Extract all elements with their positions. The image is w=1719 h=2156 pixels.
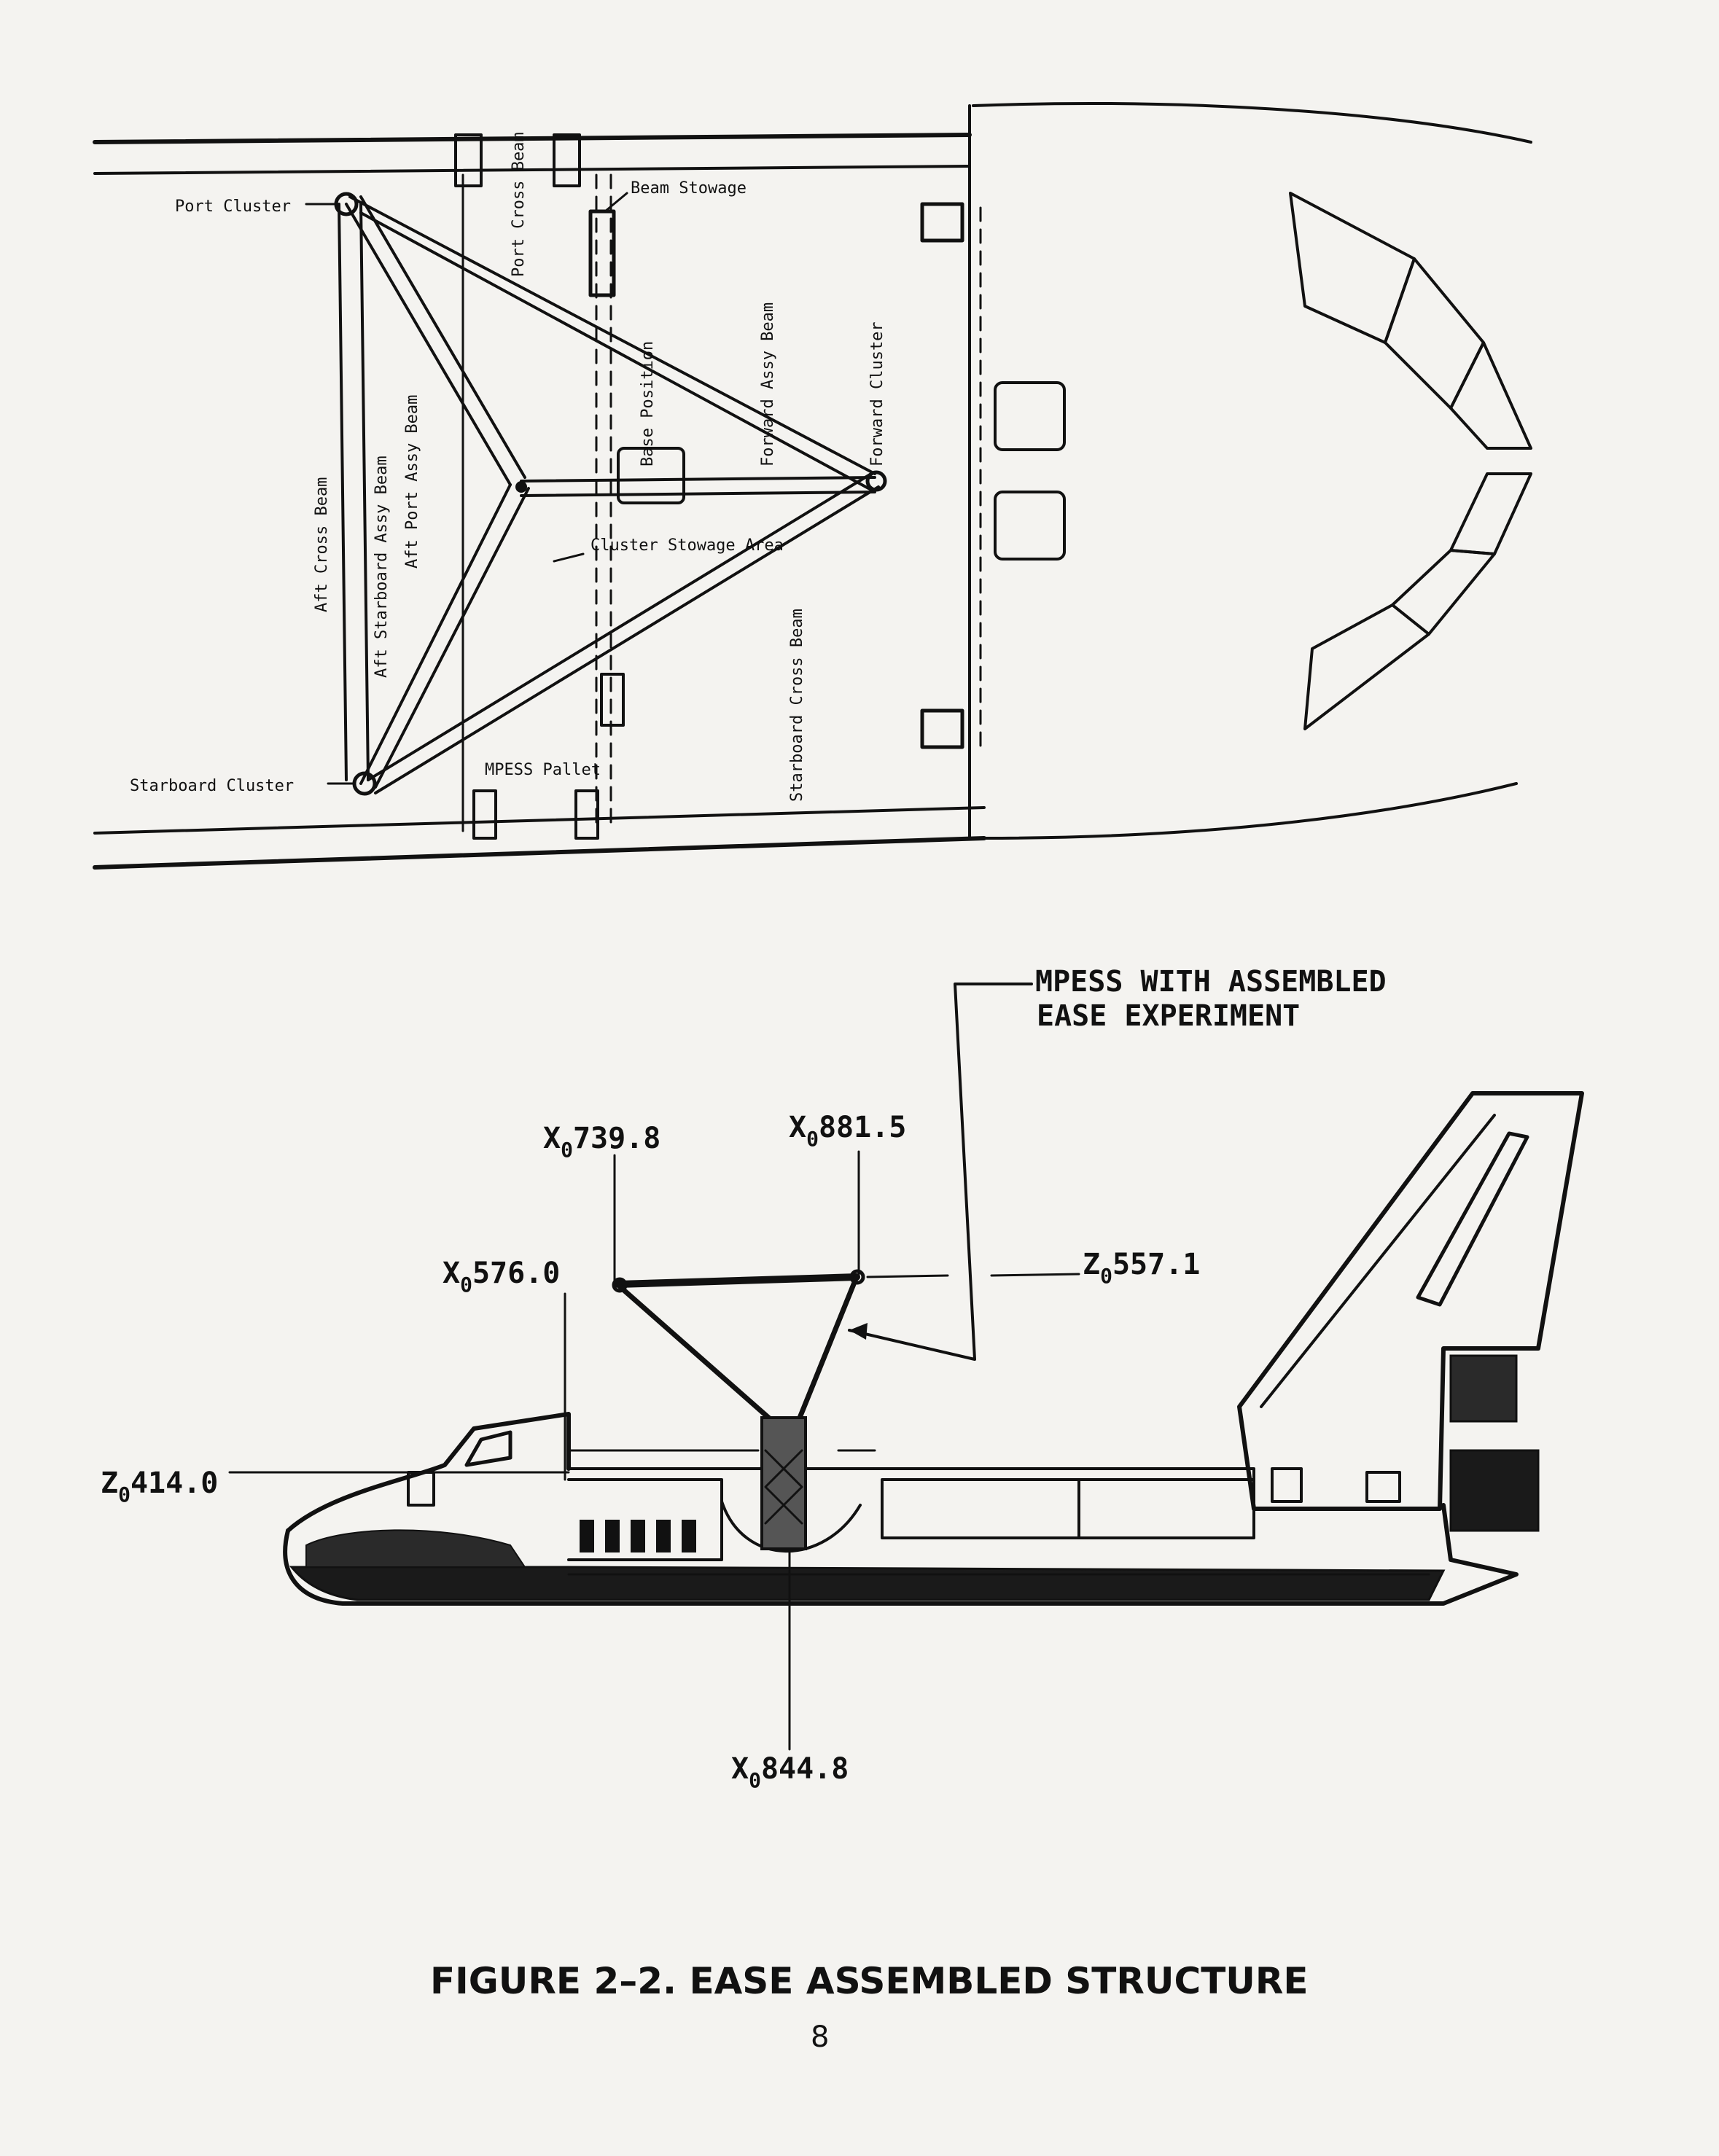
- bay-wall-starboard: [93, 836, 986, 870]
- label-starboard-cross-beam: Starboard Cross Beam: [788, 609, 806, 802]
- bay-rail-starboard: [93, 806, 986, 835]
- cabin-outline-bottom: [983, 782, 1518, 840]
- mpess-bracing: [764, 1449, 803, 1525]
- window-panel-4: [1449, 472, 1532, 555]
- aft-stowage-box: [600, 673, 625, 727]
- label-aft-port-assy-beam: Aft Port Assy Beam: [403, 395, 421, 569]
- label-base-position: Base Position: [639, 341, 657, 466]
- base-position-box: [617, 447, 685, 504]
- label-port-cluster: Port Cluster: [175, 198, 291, 216]
- label-cluster-stowage-area: Cluster Stowage Area: [590, 536, 784, 555]
- hull-underside: [289, 1566, 1446, 1601]
- station-label-x739: X0739.8: [543, 1122, 660, 1162]
- fitting-upper: [920, 202, 964, 243]
- rudder-panel: [1416, 1131, 1529, 1307]
- aft-fitting-1: [1271, 1467, 1303, 1503]
- station-label-x881: X0881.5: [789, 1111, 906, 1151]
- label-forward-assy-beam: Forward Assy Beam: [759, 302, 777, 466]
- callout-line-2: EASE EXPERIMENT: [1037, 999, 1300, 1033]
- aft-fitting-2: [1365, 1471, 1401, 1503]
- station-label-z557: Z0557.1: [1083, 1248, 1200, 1288]
- payload-bay-right-section: [873, 1467, 1255, 1539]
- label-aft-cross-beam: Aft Cross Beam: [313, 477, 331, 612]
- nose-shading: [305, 1529, 526, 1568]
- callout-line-1: MPESS WITH ASSEMBLED: [1035, 965, 1387, 999]
- side-view-diagram: MPESS WITH ASSEMBLED EASE EXPERIMENT X07…: [101, 965, 1584, 1792]
- figure-caption: FIGURE 2–2. EASE ASSEMBLED STRUCTURE: [430, 1960, 1309, 2002]
- cluster-hub-node: [515, 481, 527, 493]
- forward-cluster-node: [865, 470, 887, 492]
- truss-aft-strut: [617, 1284, 776, 1424]
- fuselage-lower-outline: [283, 1503, 1519, 1606]
- truss-top-beam: [615, 1273, 860, 1288]
- trunnion-group: [454, 133, 599, 840]
- main-engines: [1449, 1449, 1540, 1532]
- station-label-z414: Z0414.0: [101, 1466, 218, 1507]
- window-panel-1: [1289, 192, 1416, 344]
- bay-wall-port: [93, 133, 972, 144]
- oms-pod: [1449, 1354, 1518, 1423]
- label-forward-cluster: Forward Cluster: [868, 321, 886, 466]
- cockpit-window: [464, 1430, 512, 1467]
- callout-leader: [848, 983, 1033, 1361]
- label-beam-stowage: Beam Stowage: [631, 179, 747, 198]
- label-starboard-cluster: Starboard Cluster: [130, 777, 294, 795]
- label-port-cross-beam: Port Cross Beam: [510, 132, 528, 277]
- stabilizer-edge: [1260, 1114, 1496, 1408]
- vertical-stabilizer: [1237, 1091, 1584, 1511]
- top-view-diagram: Port Cluster Beam Stowage Port Cross Bea…: [93, 102, 1532, 870]
- bay-rib-blocks: [580, 1520, 696, 1552]
- window-panel-5: [1391, 549, 1496, 636]
- station-label-x576: X0576.0: [443, 1257, 560, 1297]
- bay-cradle-arc: [720, 1500, 862, 1553]
- beam-stowage-box: [588, 209, 616, 297]
- station-label-x844: X0844.8: [731, 1752, 849, 1792]
- hatch-upper: [994, 381, 1066, 451]
- truss-node-fwd: [849, 1269, 865, 1285]
- station-line-z557: [866, 1273, 1080, 1278]
- cabin-outline-top: [972, 102, 1532, 144]
- bay-rail-port: [93, 165, 971, 175]
- window-panel-6: [1303, 604, 1430, 730]
- truss-fwd-strut: [795, 1274, 860, 1424]
- window-panel-2: [1384, 257, 1485, 410]
- label-aft-starboard-assy-beam: Aft Starboard Assy Beam: [373, 456, 391, 678]
- window-panel-3: [1449, 341, 1532, 450]
- callout-arrowhead: [849, 1323, 868, 1340]
- label-mpess-pallet: MPESS Pallet: [485, 761, 601, 779]
- ease-beams: [338, 195, 880, 794]
- payload-bay-left-section: [567, 1467, 876, 1561]
- page-number: 8: [811, 2020, 829, 2054]
- truss-node-aft: [612, 1277, 628, 1293]
- fitting-lower: [920, 708, 964, 749]
- nose-and-cabin-outline: [286, 1412, 571, 1533]
- hatch-lower: [994, 491, 1066, 561]
